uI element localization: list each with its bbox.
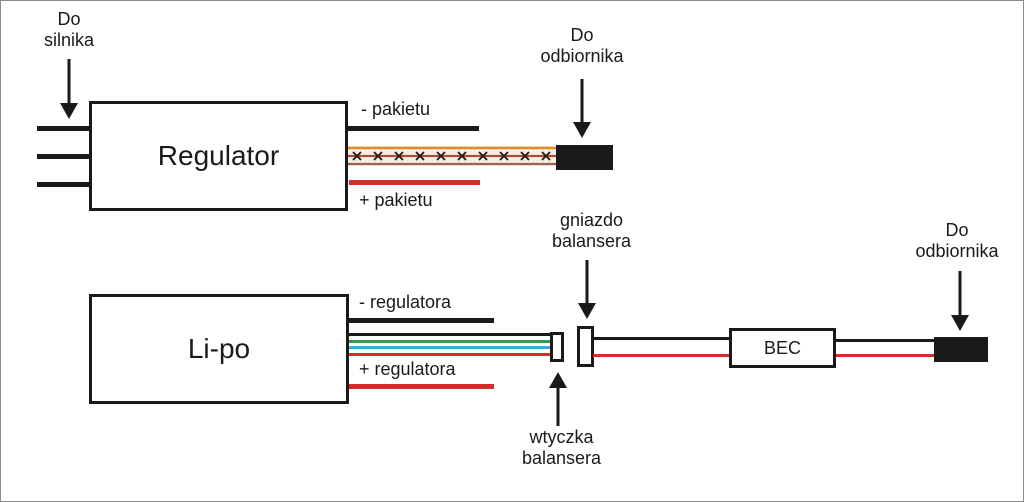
esc-box: Regulator [89, 101, 348, 211]
bec-box: BEC [729, 328, 836, 368]
motor-arrow-label: Do silnika [43, 9, 95, 51]
battery-plus-wire [349, 180, 480, 185]
bec-box-label: BEC [763, 337, 801, 358]
esc-box-label: Regulator [157, 140, 280, 171]
balancer-plug-label: wtyczka balansera [521, 427, 602, 469]
balancer-plug-arrow-icon [549, 372, 567, 426]
balancer-socket-label: gniazdo balansera [551, 210, 632, 252]
esc-minus-label: - regulatora [359, 292, 452, 312]
battery-minus-label: - pakietu [361, 99, 431, 119]
balancer-wire-blue [349, 346, 552, 349]
servo-signal-cable [348, 144, 557, 168]
motor-wire-1 [37, 126, 90, 131]
socket-to-bec-wire-red [593, 354, 729, 357]
balancer-socket-arrow-icon [578, 260, 596, 319]
balancer-socket [577, 326, 594, 367]
esc-plus-label: + regulatora [359, 359, 456, 379]
balancer-wire-green [349, 340, 552, 343]
motor-arrow-icon [60, 59, 78, 119]
bec-to-receiver-wire-black [836, 339, 934, 342]
battery-minus-wire [348, 126, 479, 131]
balancer-wire-black [349, 333, 552, 336]
bec-to-receiver-wire-red [836, 354, 934, 357]
balancer-wire-red [349, 353, 552, 356]
receiver-arrow-icon-top [573, 79, 591, 138]
socket-to-bec-wire-black [593, 337, 729, 340]
balancer-plug [550, 332, 564, 362]
battery-plus-label: + pakietu [359, 190, 433, 210]
receiver-connector-bottom [934, 337, 988, 362]
motor-wire-3 [37, 182, 90, 187]
motor-wire-2 [37, 154, 90, 159]
esc-plus-wire [349, 384, 494, 389]
receiver-arrow-label-top: Do odbiornika [540, 25, 624, 67]
receiver-arrow-icon-bottom [951, 271, 969, 331]
esc-minus-wire [349, 318, 494, 323]
receiver-arrow-label-bottom: Do odbiornika [915, 220, 999, 262]
battery-box-label: Li-po [187, 333, 251, 364]
receiver-connector-top [556, 145, 613, 170]
battery-box: Li-po [89, 294, 349, 404]
